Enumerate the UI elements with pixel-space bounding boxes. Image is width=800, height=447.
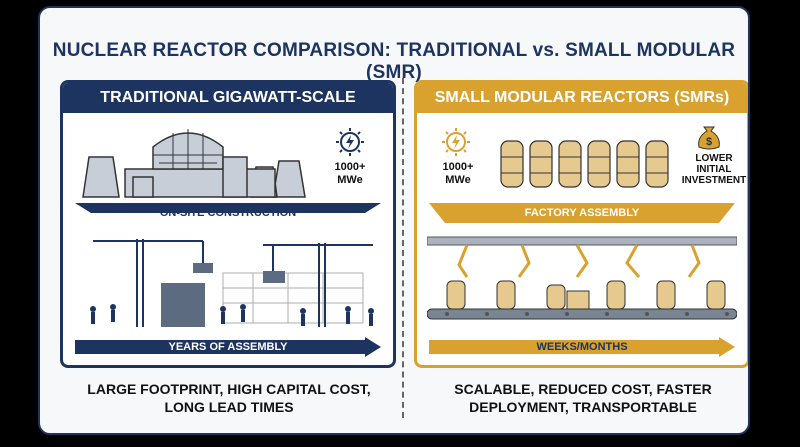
page-title: NUCLEAR REACTOR COMPARISON: TRADITIONAL … <box>52 40 736 83</box>
modular-units-illustration <box>500 140 669 188</box>
traditional-header: TRADITIONAL GIGAWATT-SCALE <box>63 83 393 113</box>
traditional-output: 1000+ MWe <box>334 161 366 186</box>
svg-text:$: $ <box>706 136 712 148</box>
factory-banner: FACTORY ASSEMBLY <box>429 203 735 223</box>
power-plant-illustration <box>82 129 306 198</box>
energy-bolt-icon <box>442 128 470 156</box>
weeks-timeline: WEEKS/MONTHS <box>429 337 735 357</box>
lower-investment-label: LOWER INITIAL INVESTMENT <box>681 153 747 186</box>
construction-site-illustration <box>90 239 374 327</box>
traditional-panel: TRADITIONAL GIGAWATT-SCALE <box>60 80 396 368</box>
traditional-caption: LARGE FOOTPRINT, HIGH CAPITAL COST, LONG… <box>87 381 371 415</box>
smr-header: SMALL MODULAR REACTORS (SMRs) <box>417 83 747 113</box>
years-timeline: YEARS OF ASSEMBLY <box>75 337 381 357</box>
smr-output: 1000+ MWe <box>442 161 474 186</box>
comparison-card: NUCLEAR REACTOR COMPARISON: TRADITIONAL … <box>38 6 750 435</box>
money-bag-icon: $ <box>698 126 720 150</box>
smr-panel: SMALL MODULAR REACTORS (SMRs) 1000+ MWe <box>414 80 748 368</box>
onsite-banner: ON-SITE CONSTRUCTION <box>75 203 381 223</box>
assembly-line-illustration <box>427 236 737 320</box>
energy-bolt-icon <box>336 128 364 156</box>
center-divider <box>402 78 404 418</box>
smr-caption: SCALABLE, REDUCED COST, FASTER DEPLOYMEN… <box>454 381 712 415</box>
